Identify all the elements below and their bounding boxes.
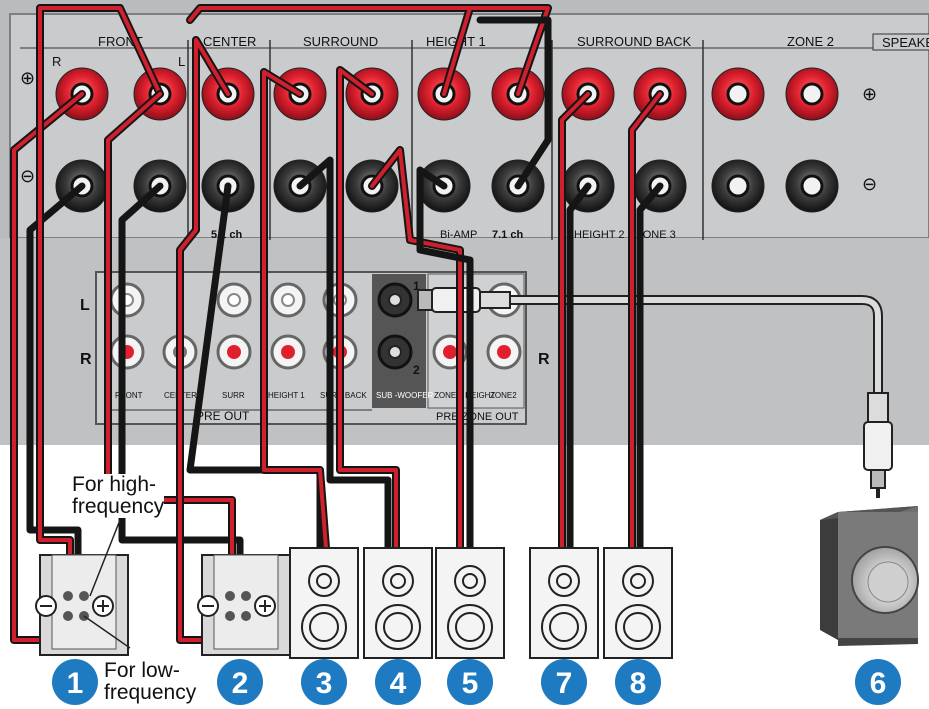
label-51ch: 5.1 ch [211,229,242,241]
speaker-2-biamp [197,554,291,656]
header-speakers: SPEAKERS [882,35,929,50]
badge-3: 3 [316,667,333,700]
badge-2-bg [217,659,263,705]
header-zone2: ZONE 2 [787,34,834,49]
badge-1: 1 [67,667,84,700]
rca-zone2-r[interactable] [486,334,522,370]
rca-col-front: FRONT [115,391,143,400]
speaker-3 [289,547,359,659]
rca-sub-number-2: 2 [413,363,420,377]
label-biamp: Bi-AMP [440,229,477,241]
terminal-zone2-r-minus[interactable] [711,159,765,213]
rca-preout-label: PRE OUT [196,409,250,423]
receiver-rear-panel [0,0,929,445]
polarity-minus-right: ⊖ [862,174,877,194]
bookshelf-speakers [289,547,673,659]
badge-1-bg [52,659,98,705]
channel-l: L [178,54,185,69]
wire-surround-back-r [558,90,592,552]
channel-r: R [52,54,61,69]
label-low-frequency: For low- frequency [104,659,197,704]
badge-5-bg [447,659,493,705]
rca-row-r-label-right: R [538,351,550,368]
rca-height1-r[interactable] [270,334,306,370]
terminal-zone2-l-minus[interactable] [785,159,839,213]
label-71ch: 7.1 ch [492,229,523,241]
subwoofer [820,506,919,646]
wire-surround-back-l [628,90,664,552]
label-high-frequency: For high- frequency [72,473,165,518]
rca-sub-number-1: 1 [413,279,420,293]
wire-height1 [186,4,552,552]
rca-front-r[interactable] [109,334,145,370]
badge-4-bg [375,659,421,705]
rca-front-l[interactable] [109,282,145,318]
rca-row-l-label: L [80,297,90,314]
badge-5: 5 [462,667,479,700]
badge-7-bg [541,659,587,705]
number-badges: 1 2 3 4 5 7 8 6 [52,659,901,705]
speaker-7 [529,547,599,659]
wire-surround-l [296,66,400,552]
badge-8: 8 [630,667,647,700]
polarity-minus-left: ⊖ [20,166,35,186]
speaker-5 [435,547,505,659]
rca-subwoofer-2[interactable] [377,334,413,370]
header-surround: SURROUND [303,34,378,49]
rca-surr-r[interactable] [216,334,252,370]
badge-2: 2 [232,667,249,700]
label-height2: HEIGHT 2 [574,229,625,241]
wire-front-black [26,182,86,559]
rca-col-height1: HEIGHT 1 [268,391,305,400]
header-center: CENTER [203,34,256,49]
terminal-zone2-l-plus[interactable] [785,67,839,121]
rca-col-zone2: ZONE2 [490,391,517,400]
rca-row-r-label: R [80,351,92,368]
header-surround-back: SURROUND BACK [577,34,691,49]
terminal-zone2-r-plus[interactable] [711,67,765,121]
speaker-8 [603,547,673,659]
label-zone3: ZONE 3 [636,229,676,241]
badge-6: 6 [870,667,887,700]
badge-7: 7 [556,667,573,700]
badge-3-bg [301,659,347,705]
rca-subwoofer-1[interactable] [377,282,413,318]
badge-6-bg [855,659,901,705]
rca-height1-l[interactable] [270,282,306,318]
wire-front-outer [36,4,164,594]
speaker-4 [363,547,433,659]
badge-4: 4 [390,667,407,700]
polarity-plus-right: ⊕ [862,84,877,104]
rca-col-subwoofer: SUB -WOOFER [376,391,434,400]
rca-zone-preout-label: PRE/ZONE OUT [436,411,519,423]
wire-surround-r [260,68,330,552]
rca-surr-l[interactable] [216,282,252,318]
rca-col-zone3: ZONE3/ HEIGHT [434,391,495,400]
polarity-plus-left: ⊕ [20,68,35,88]
speaker-1-biamp [35,554,129,656]
rca-col-surr: SURR [222,391,245,400]
badge-8-bg [615,659,661,705]
annotation-pointers [83,519,131,649]
